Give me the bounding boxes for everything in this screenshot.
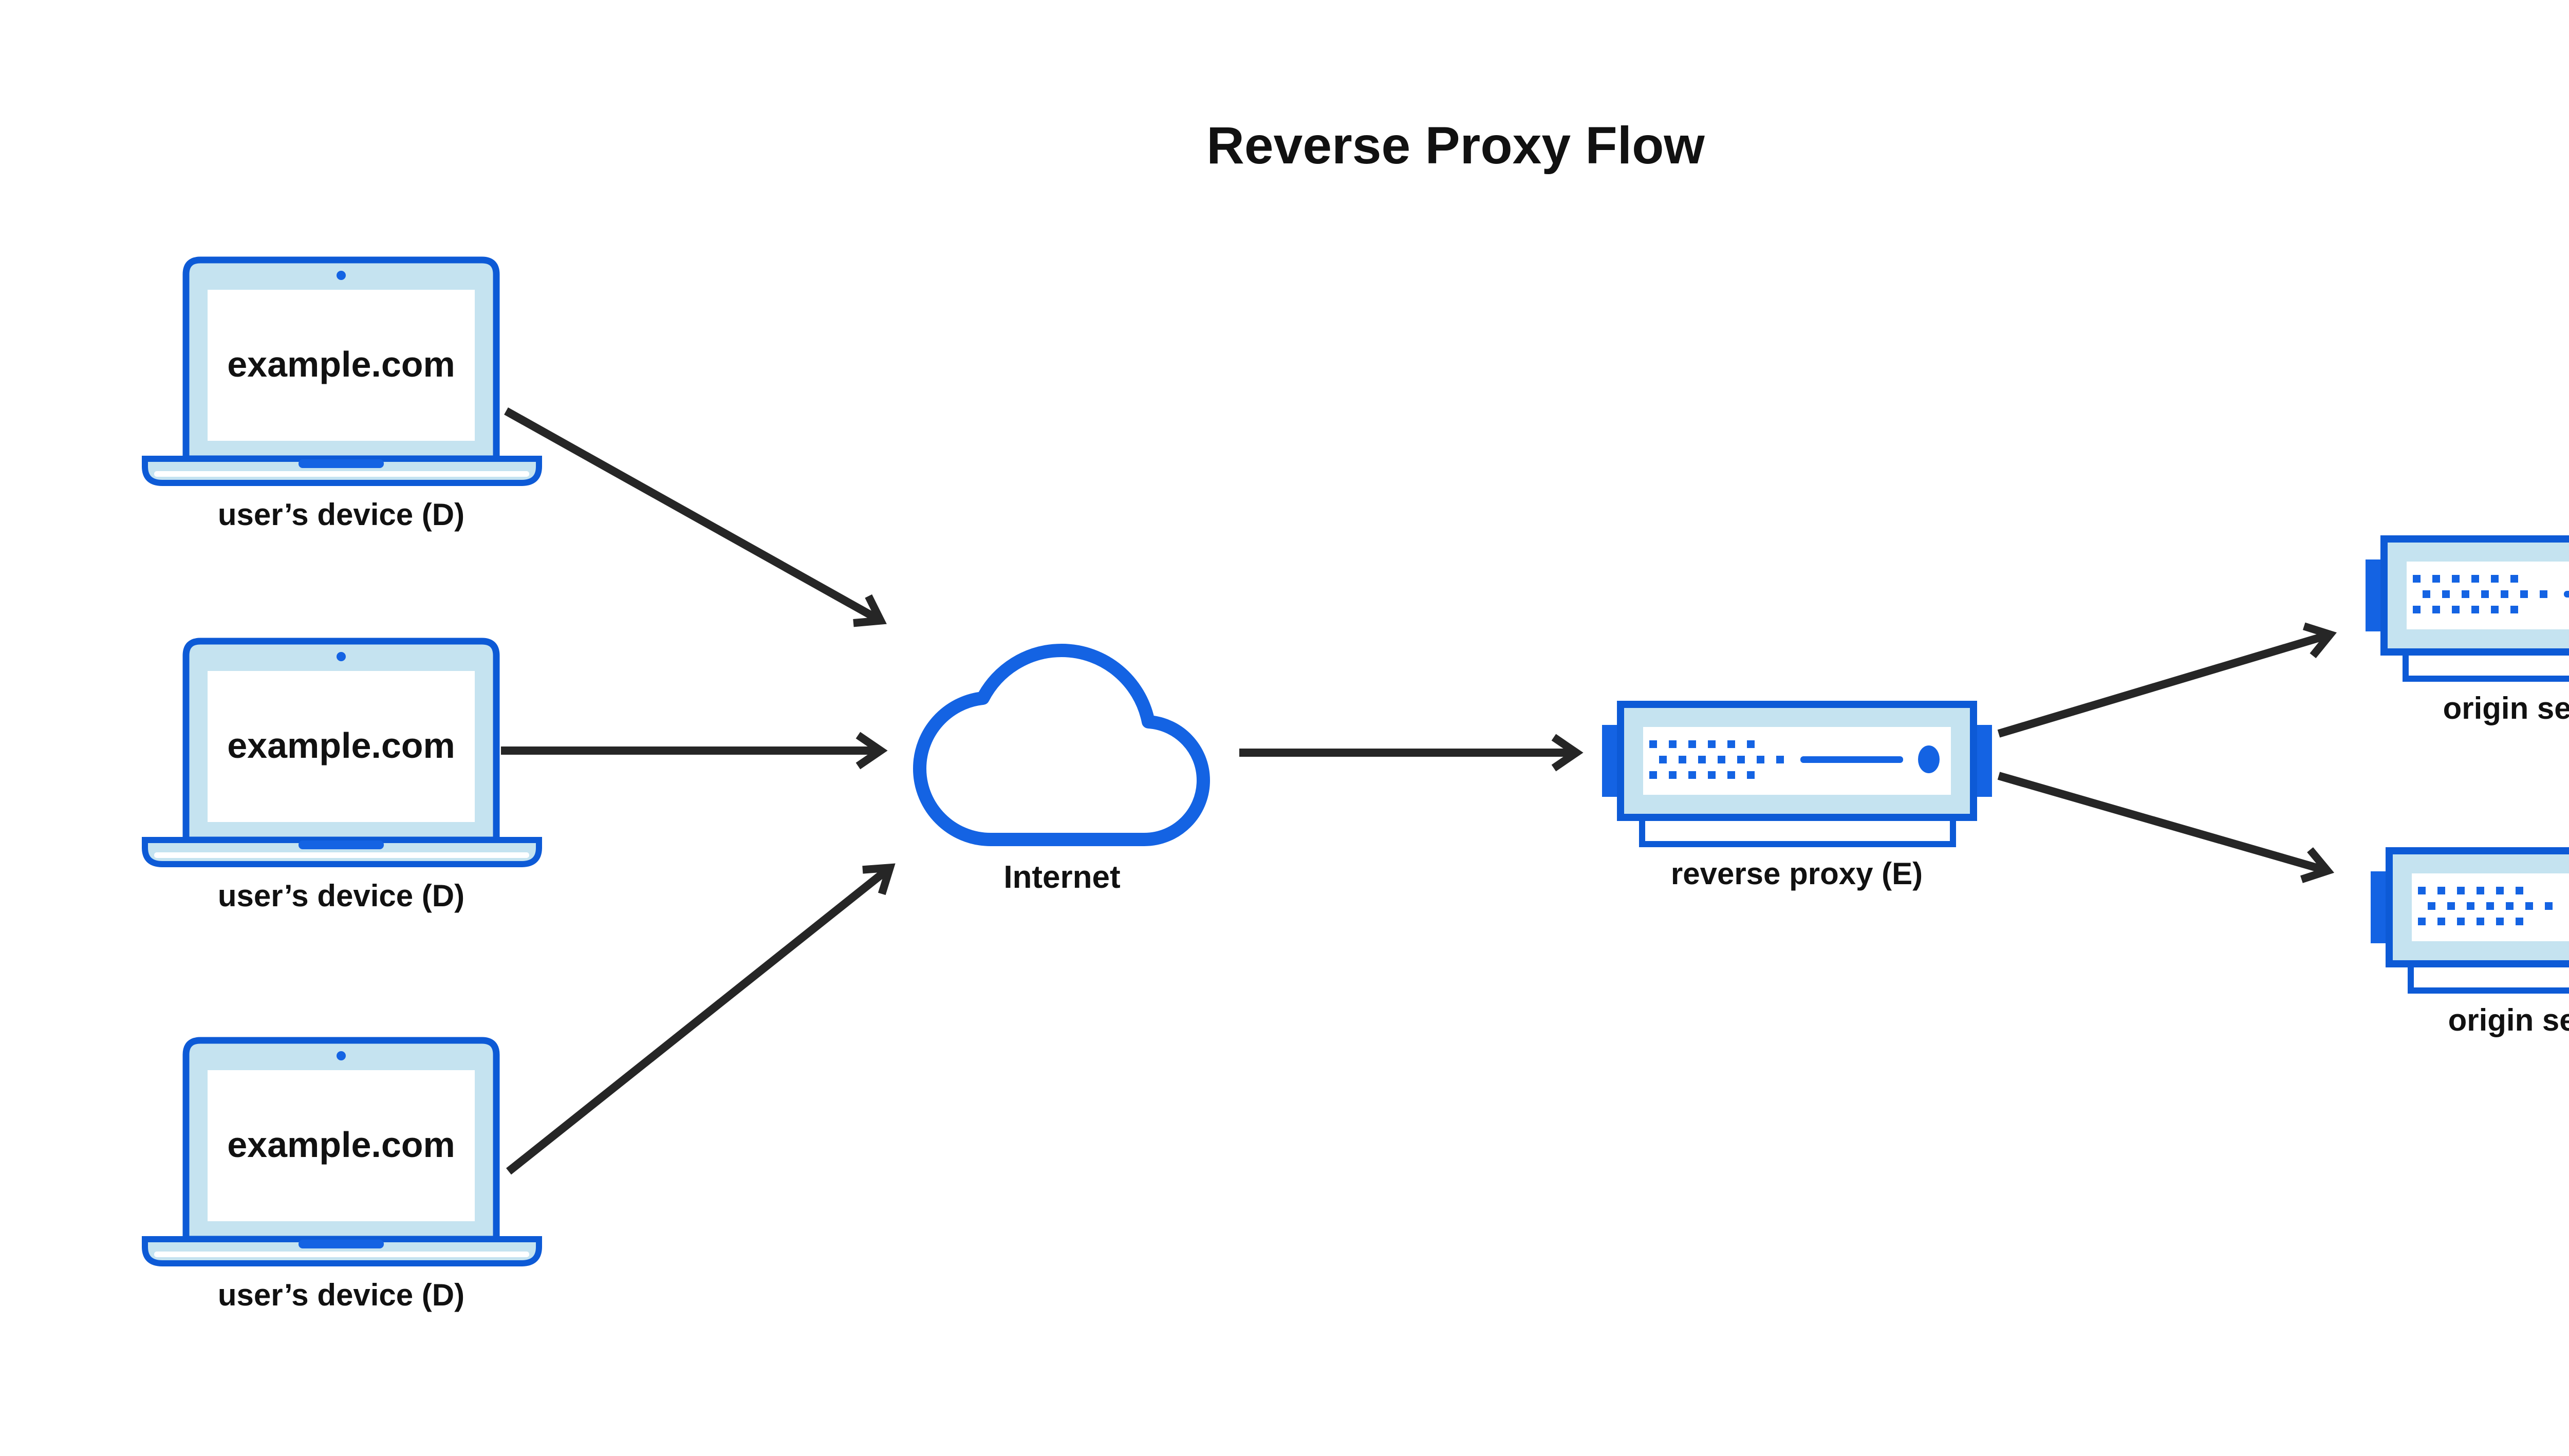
origin-server-1-label: origin server (F) bbox=[2443, 691, 2569, 725]
arrows bbox=[501, 407, 2337, 1175]
server-icon bbox=[2371, 851, 2569, 991]
page-title: Reverse Proxy Flow bbox=[1206, 116, 1705, 175]
device1-screen-text: example.com bbox=[227, 344, 455, 384]
cloud-icon bbox=[913, 644, 1210, 846]
internet-node: Internet bbox=[913, 644, 1210, 895]
device3-label: user’s device (D) bbox=[218, 1278, 464, 1312]
device3-screen-text: example.com bbox=[227, 1125, 455, 1165]
user-device-2: example.com user’s device (D) bbox=[145, 641, 539, 913]
reverse-proxy-label: reverse proxy (E) bbox=[1671, 856, 1923, 891]
server-icon bbox=[1602, 704, 1992, 844]
device2-screen-text: example.com bbox=[227, 725, 455, 766]
arrow-proxy-to-origin2 bbox=[1997, 772, 2335, 883]
server-icon bbox=[2366, 539, 2569, 679]
user-device-1: example.com user’s device (D) bbox=[145, 260, 539, 532]
origin-server-1: origin server (F) bbox=[2366, 539, 2569, 725]
arrow-device3-to-internet bbox=[506, 863, 896, 1175]
internet-label: Internet bbox=[1003, 860, 1120, 895]
reverse-proxy-node: reverse proxy (E) bbox=[1602, 704, 1992, 891]
device2-label: user’s device (D) bbox=[218, 879, 464, 913]
arrow-device1-to-internet bbox=[504, 407, 887, 627]
device1-label: user’s device (D) bbox=[218, 497, 464, 532]
origin-server-2: origin server (F) bbox=[2371, 851, 2569, 1037]
arrow-proxy-to-origin1 bbox=[1997, 622, 2337, 738]
user-device-3: example.com user’s device (D) bbox=[145, 1040, 539, 1312]
origin-server-2-label: origin server (F) bbox=[2448, 1003, 2569, 1037]
